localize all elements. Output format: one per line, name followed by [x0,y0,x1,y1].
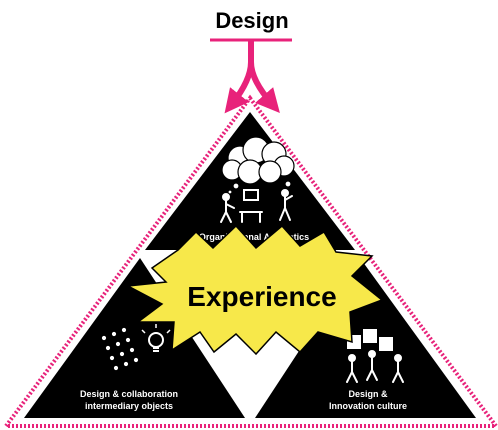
office-people-icon [220,189,293,223]
outer-dotted-triangle [2,94,498,428]
triangle-bottom-left [24,258,245,418]
section-label-bottom-right-line1: Design & [348,389,388,399]
section-label-bottom-left-line2: intermediary objects [85,401,173,411]
right-arrow [248,39,280,114]
design-arrows [224,39,280,114]
experience-burst [125,224,384,356]
section-label-bottom-right-line2: Innovation culture [329,401,407,411]
team-puzzle-icon [346,329,404,383]
section-label-bottom-left-line1: Design & collaboration [80,389,178,399]
section-label-top: Organizational Aesthetics [199,232,309,242]
center-label-experience: Experience [187,281,336,312]
thought-cloud-icon [221,136,295,195]
light-bulb-ideas-icon [101,324,171,371]
diagram-title: Design [215,8,288,33]
